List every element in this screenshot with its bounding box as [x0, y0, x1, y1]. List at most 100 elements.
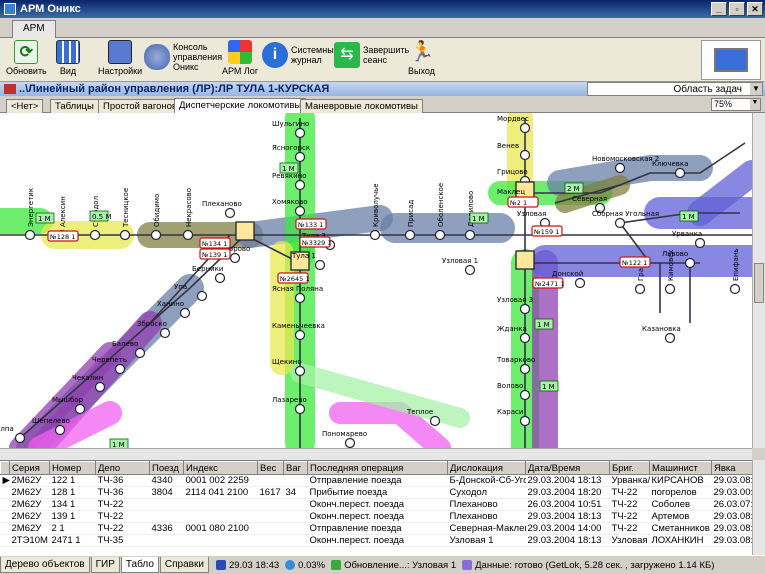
- tab-tablo[interactable]: Табло: [120, 557, 159, 573]
- log-button[interactable]: АРМ Лог: [222, 40, 258, 76]
- station-node: [519, 389, 531, 401]
- table-cell: 34: [283, 486, 308, 499]
- tab-object-tree[interactable]: Дерево объектов: [0, 557, 90, 573]
- refresh-button[interactable]: ⟳ Обновить: [6, 40, 47, 76]
- station-label: Тула 3: [301, 232, 326, 240]
- column-header[interactable]: [0, 461, 10, 475]
- table-cell: [257, 522, 284, 535]
- train-label: №2 1: [509, 199, 527, 207]
- train-label: №134 1: [201, 240, 227, 248]
- syslog-label-2: журнал: [291, 55, 322, 65]
- exit-button[interactable]: 🏃 Выход: [408, 40, 435, 76]
- table-cell: 128 1: [49, 486, 96, 499]
- running-man-icon: 🏃: [409, 41, 435, 63]
- close-button[interactable]: ✕: [747, 2, 763, 16]
- occupancy-label: 1 М: [682, 213, 695, 221]
- tab-none[interactable]: <Нет>: [6, 99, 44, 113]
- railway-map[interactable]: ЭнергетикАлексинСуходолТесницкоеОбидимоН…: [0, 113, 752, 448]
- station-node: [294, 329, 306, 341]
- tab-shunting-locomotives[interactable]: Маневровые локомотивы: [300, 99, 423, 113]
- station-label: Балево: [112, 340, 138, 348]
- junction-node: [515, 250, 535, 270]
- column-header[interactable]: Машинист: [649, 461, 712, 475]
- column-header[interactable]: Серия: [9, 461, 50, 475]
- settings-button[interactable]: Настройки: [98, 40, 142, 76]
- train-tag: [507, 196, 539, 208]
- data-icon: [462, 560, 473, 570]
- tab-references[interactable]: Справки: [159, 557, 209, 573]
- station-label: Грицово: [497, 168, 528, 176]
- station-node: [182, 229, 194, 241]
- view-button[interactable]: Вид: [56, 40, 80, 76]
- table-cell: 2114 041 2100: [183, 486, 258, 499]
- table-cell: 3804: [149, 486, 184, 499]
- column-header[interactable]: Явка: [711, 461, 752, 475]
- console-label-2: управления: [173, 52, 223, 62]
- column-header[interactable]: Дислокация: [447, 461, 526, 475]
- station-nodes: [14, 122, 741, 448]
- table-cell: [283, 510, 308, 523]
- station-node: [344, 437, 356, 448]
- tab-gir[interactable]: ГИР: [90, 557, 120, 573]
- station-label: Ханино: [157, 300, 184, 308]
- tab-tables[interactable]: Таблицы: [50, 99, 99, 113]
- station-node: [664, 332, 676, 344]
- zoom-select[interactable]: 75% ▼: [711, 98, 761, 111]
- table-cell: 4336: [149, 522, 184, 535]
- task-area-select[interactable]: Область задач ▼: [587, 82, 763, 96]
- table-cell: [183, 534, 258, 547]
- end-session-label-2: сеанс: [363, 55, 387, 65]
- map-vertical-scrollbar[interactable]: [752, 113, 765, 448]
- maximize-button[interactable]: ▫: [729, 2, 745, 16]
- column-header[interactable]: Ваг: [283, 461, 308, 475]
- station-node: [404, 229, 416, 241]
- map-horizontal-scrollbar[interactable]: [0, 448, 752, 460]
- station-label: Пономарево: [322, 430, 367, 438]
- train-label: №2471 1: [534, 280, 565, 288]
- table-cell: 0001 080 2100: [183, 522, 258, 535]
- train-tag: [47, 230, 79, 242]
- tab-arm[interactable]: АРМ: [12, 20, 56, 38]
- minimize-button[interactable]: _: [711, 2, 727, 16]
- section-band: [290, 363, 470, 428]
- task-area-label: Область задач: [673, 83, 742, 95]
- row-indicator: [0, 498, 10, 511]
- column-header[interactable]: Вес: [257, 461, 284, 475]
- table-cell: 4340: [149, 474, 184, 487]
- station-label: Маклец: [497, 188, 525, 196]
- column-header[interactable]: Бриг.: [609, 461, 650, 475]
- station-node: [464, 264, 476, 276]
- tab-dispatch-locomotives[interactable]: Диспетчерские локомотивы: [174, 98, 307, 113]
- title-bar: АРМ Оникс _ ▫ ✕: [0, 0, 765, 18]
- column-header[interactable]: Дата/Время: [525, 461, 610, 475]
- end-session-label-1: Завершить: [363, 45, 410, 55]
- table-cell: 2М62У: [9, 522, 50, 535]
- table-vertical-scrollbar[interactable]: [752, 460, 765, 555]
- station-node: [159, 327, 171, 339]
- station-node: [294, 365, 306, 377]
- station-label: Донской: [552, 270, 583, 278]
- column-header[interactable]: Поезд: [149, 461, 184, 475]
- station-label: Новомосковская 2: [592, 155, 659, 163]
- tab-wagon-idle[interactable]: Простой вагонов: [98, 99, 182, 113]
- station-node: [150, 229, 162, 241]
- column-header[interactable]: Индекс: [183, 461, 258, 475]
- syslog-label-1: Системный: [291, 45, 339, 55]
- column-header[interactable]: Депо: [95, 461, 150, 475]
- row-indicator: [0, 510, 10, 523]
- column-header[interactable]: Последняя операция: [307, 461, 448, 475]
- station-node: [294, 127, 306, 139]
- column-header[interactable]: Номер: [49, 461, 96, 475]
- scroll-thumb[interactable]: [754, 263, 764, 303]
- station-label: Плеханово: [202, 200, 242, 208]
- bottom-bar: Дерево объектов ГИР Табло Справки 29.03 …: [0, 555, 765, 574]
